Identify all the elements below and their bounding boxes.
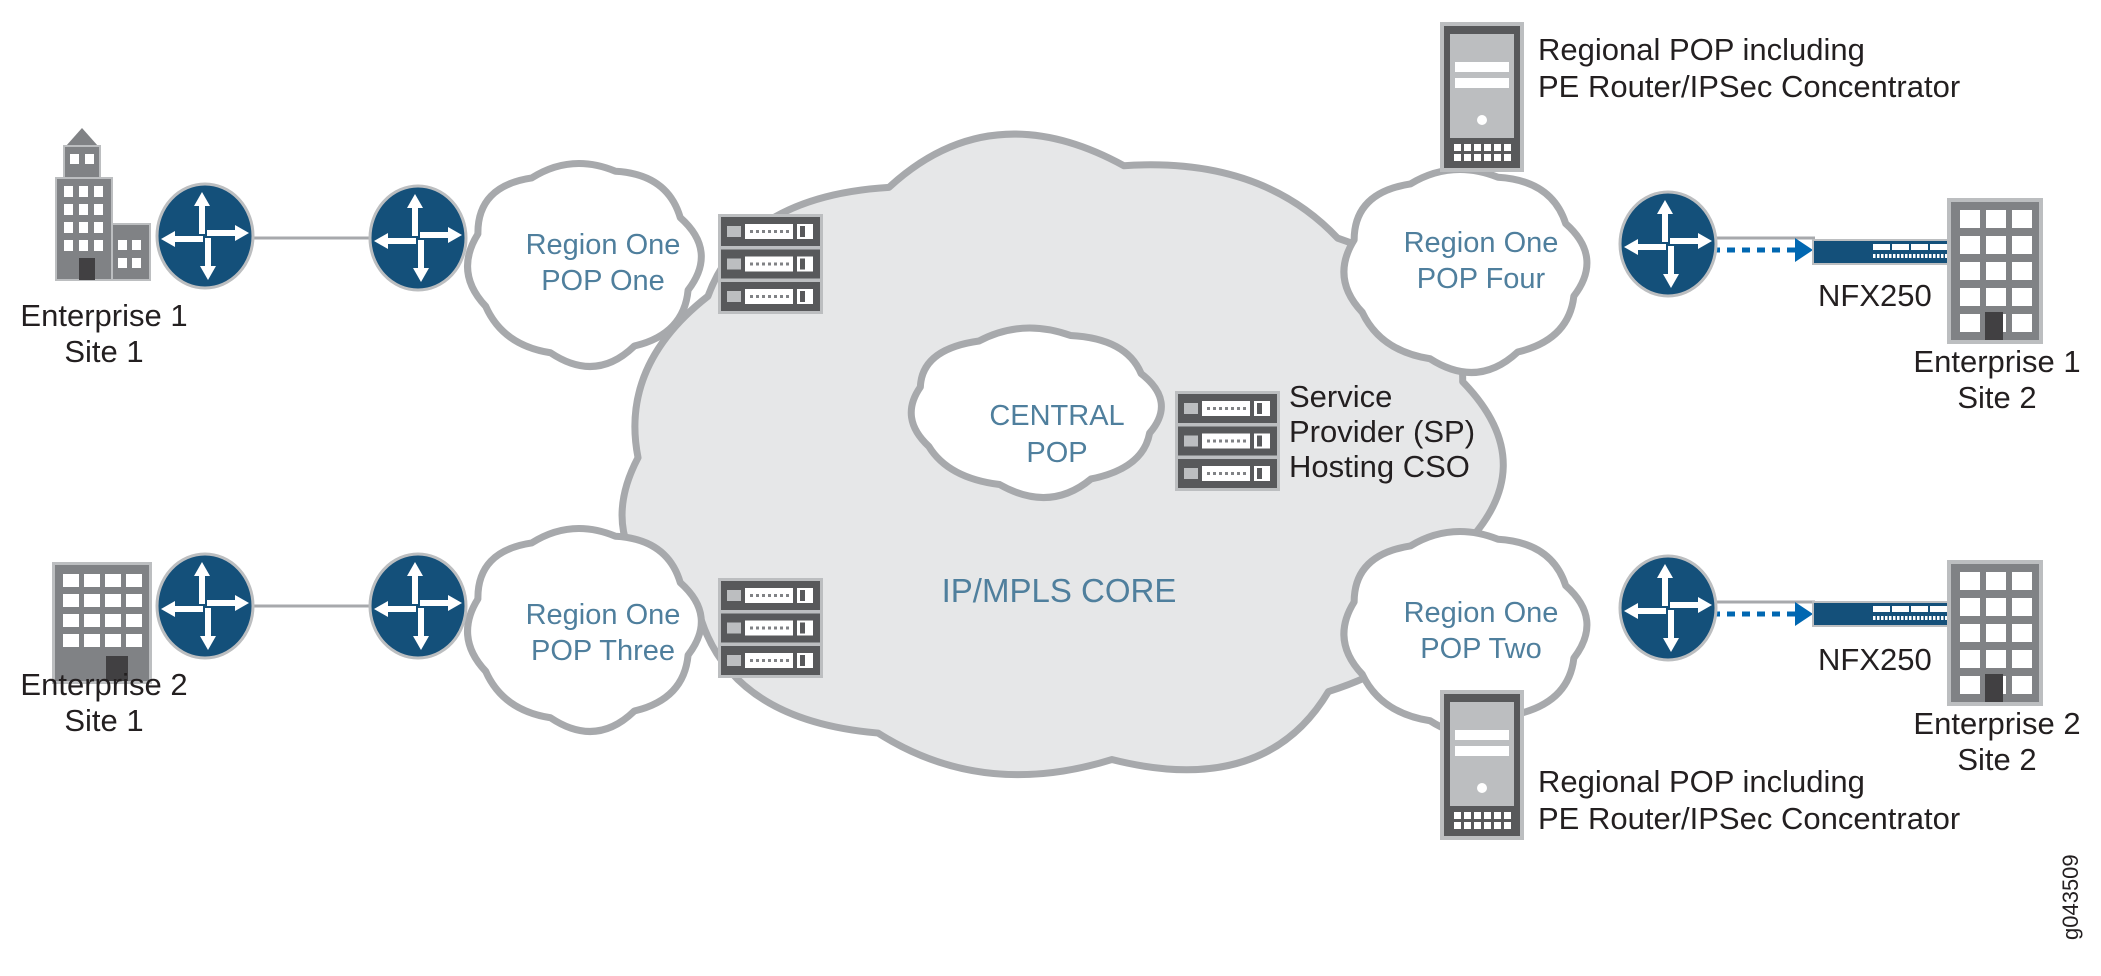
site-e2s1-label-2: Site 1 (64, 703, 143, 738)
nfx-bottom-label: NFX250 (1818, 642, 1932, 677)
tower-server-icon (1440, 690, 1524, 840)
sp-label-1: Service (1289, 379, 1392, 414)
site-e1s2-label-2: Site 2 (1957, 380, 2036, 415)
arrow-head-icon (1795, 238, 1813, 262)
core-label: IP/MPLS CORE (942, 572, 1177, 609)
pop-two-label-1: Region One (1404, 597, 1559, 629)
router-icon (368, 184, 468, 292)
sp-label-2: Provider (SP) (1289, 414, 1475, 449)
pop-one-label-2: POP One (541, 265, 665, 297)
pop-four-label-2: POP Four (1417, 263, 1546, 295)
site-e1s1-label-2: Site 1 (64, 334, 143, 369)
site-e2s1-label-1: Enterprise 2 (20, 667, 187, 702)
server-stack-icon (718, 578, 823, 678)
router-icon (1618, 554, 1718, 662)
office-building-icon (1947, 198, 2043, 344)
server-stack-icon (718, 214, 823, 314)
router-icon (155, 552, 255, 660)
central-pop-label-2: POP (1026, 437, 1087, 469)
nfx250-device-icon (1812, 239, 1954, 265)
nfx-top-label: NFX250 (1818, 278, 1932, 313)
pop-two-label-2: POP Two (1420, 633, 1541, 665)
pop-three-cloud (464, 525, 705, 735)
pop-four-label-1: Region One (1404, 227, 1559, 259)
site-e2s2-label-2: Site 2 (1957, 742, 2036, 777)
pop-one-cloud (464, 160, 705, 370)
regional-top-label-1: Regional POP including (1538, 32, 1865, 67)
pop-three-label-1: Region One (526, 599, 681, 631)
office-building-icon (1947, 560, 2043, 706)
regional-bottom-label-2: PE Router/IPSec Concentrator (1538, 801, 1960, 836)
central-pop-cloud (907, 324, 1165, 502)
office-building-icon (52, 562, 152, 684)
pop-three-label-2: POP Three (531, 635, 675, 667)
pop-four-cloud (1340, 166, 1591, 376)
nfx250-device-icon (1812, 601, 1954, 627)
server-stack-icon (1175, 391, 1280, 491)
router-icon (1618, 190, 1718, 298)
site-e1s2-label-1: Enterprise 1 (1913, 344, 2080, 379)
figure-id: g043509 (2058, 854, 2083, 940)
central-pop-label-1: CENTRAL (989, 400, 1124, 432)
site-e2s2-label-1: Enterprise 2 (1913, 706, 2080, 741)
router-icon (368, 552, 468, 660)
site-e1s1-label-1: Enterprise 1 (20, 298, 187, 333)
regional-bottom-label-1: Regional POP including (1538, 764, 1865, 799)
tower-server-icon (1440, 22, 1524, 172)
pop-one-label-1: Region One (526, 229, 681, 261)
office-building-icon (55, 128, 151, 281)
arrow-head-icon (1795, 602, 1813, 626)
router-icon (155, 182, 255, 290)
regional-top-label-2: PE Router/IPSec Concentrator (1538, 69, 1960, 104)
sp-label-3: Hosting CSO (1289, 449, 1470, 484)
